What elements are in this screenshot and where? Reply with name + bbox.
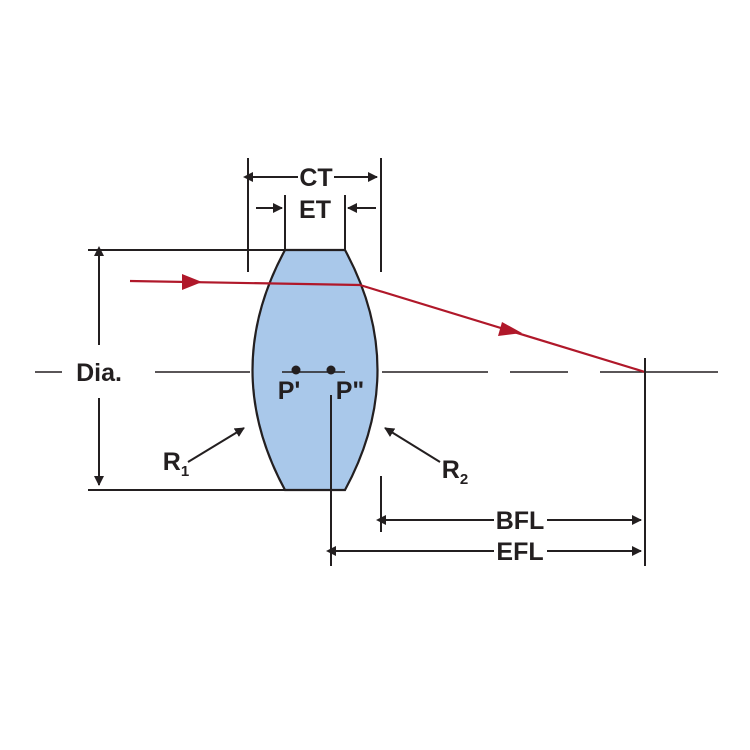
bfl-dimension (376, 476, 642, 532)
ray-arrow-1 (182, 274, 202, 290)
r2-label: R2 (442, 456, 468, 488)
diameter-dimension (88, 246, 290, 491)
r1-pointer (187, 427, 245, 463)
et-dimension (256, 195, 376, 250)
r2-pointer (384, 427, 441, 463)
principal-point-p1-label: P' (278, 377, 301, 405)
ct-dimension (243, 158, 382, 272)
light-ray (129, 274, 646, 374)
bfl-label: BFL (496, 507, 545, 535)
principal-point-p2-dot (326, 365, 336, 375)
et-label: ET (299, 196, 331, 224)
r1-label: R1 (163, 448, 189, 480)
ray-arrow-2 (498, 322, 522, 336)
lens-body (251, 248, 379, 492)
dia-label: Dia. (76, 359, 122, 387)
efl-dimension (326, 395, 642, 566)
efl-label: EFL (496, 538, 543, 566)
principal-point-p1-dot (291, 365, 301, 375)
ct-label: CT (299, 164, 332, 192)
principal-point-p2-label: P" (336, 377, 365, 405)
